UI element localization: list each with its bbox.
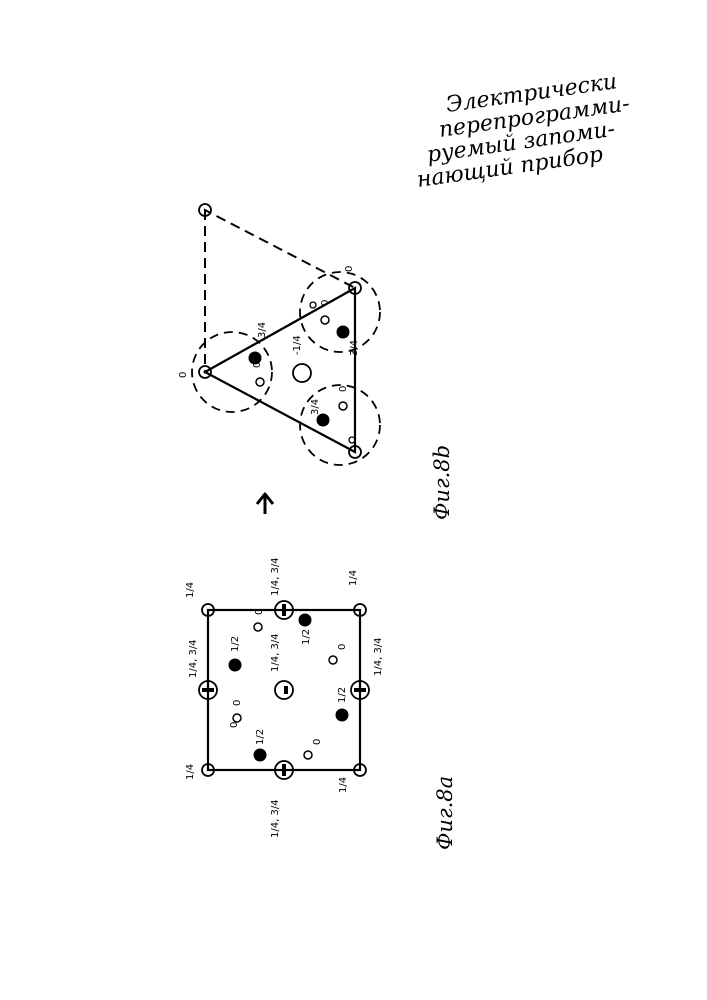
figure-8b: 0 0 3/4 3/4 3/4 -1/4 0 0 0	[178, 204, 380, 465]
corner-label: 1/4	[348, 570, 359, 586]
outer-dashed-triangle	[205, 210, 355, 372]
fraction-label: 3/4	[257, 322, 268, 338]
small-open-circle	[304, 751, 312, 759]
half-mark	[284, 686, 288, 694]
fraction-label: 3/4	[310, 399, 321, 415]
half-label: 1/2	[230, 636, 241, 652]
arrow-up-icon	[257, 494, 273, 514]
zero-label: 0	[337, 644, 348, 650]
filled-dot	[337, 326, 350, 339]
small-open-circle	[233, 714, 241, 722]
dashed-circle	[300, 385, 380, 465]
small-open-circle	[256, 378, 264, 386]
edge-label: 1/4, 3/4	[373, 637, 384, 676]
fraction-label: 3/4	[349, 340, 360, 356]
corner-label: 1/4	[338, 777, 349, 793]
center-label: 1/4, 3/4	[270, 633, 281, 672]
half-mark	[282, 764, 286, 776]
title-block: Электрически перепрограмми- руемый запом…	[415, 69, 631, 193]
filled-dot	[336, 709, 349, 722]
half-mark	[282, 604, 286, 616]
filled-dot	[229, 659, 242, 672]
center-label: -1/4	[292, 335, 303, 355]
vertex-label: 0	[178, 372, 189, 378]
small-open-circle	[329, 656, 337, 664]
zero-label: 0	[338, 386, 349, 392]
zero-label: 0	[320, 300, 331, 306]
half-label: 1/2	[337, 687, 348, 703]
zero-label: 0	[232, 700, 243, 706]
figure-8a-caption: Фиг.8а	[433, 776, 457, 850]
vertex-label: 0	[344, 266, 355, 272]
zero-label: 0	[254, 609, 265, 615]
small-open-circle	[254, 623, 262, 631]
edge-label: 1/4, 3/4	[270, 799, 281, 838]
small-open-circle	[321, 316, 329, 324]
center-circle	[293, 364, 311, 382]
small-open-circle	[310, 302, 316, 308]
zero-label: 0	[312, 739, 323, 745]
edge-label: 1/4, 3/4	[270, 557, 281, 596]
filled-dot	[299, 614, 312, 627]
filled-dot	[254, 749, 267, 762]
half-label: 1/2	[255, 729, 266, 745]
zero-label: 0	[252, 362, 263, 368]
figure-8b-caption: Фиг.8b	[430, 445, 454, 520]
corner-label: 1/4	[185, 764, 196, 780]
small-open-circle	[339, 402, 347, 410]
half-label: 1/2	[301, 629, 312, 645]
edge-label: 1/4, 3/4	[188, 639, 199, 678]
zero-label: 0	[229, 722, 240, 728]
corner-label: 1/4	[185, 582, 196, 598]
inner-solid-triangle	[205, 288, 355, 452]
half-mark	[202, 688, 214, 692]
figure-8a: 1/4 1/4 1/4 1/4 1/4, 3/4 1/4, 3/4 1/4, 3…	[185, 557, 384, 838]
half-mark	[354, 688, 366, 692]
